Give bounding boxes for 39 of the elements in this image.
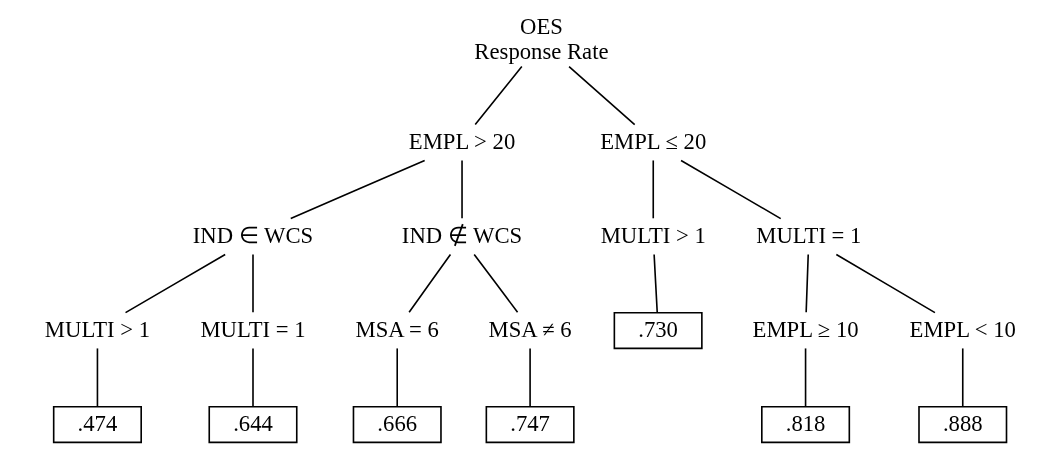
connector	[460, 159, 463, 220]
node-text: MSA ≠ 6	[488, 316, 572, 342]
node-text: MSA = 6	[355, 316, 439, 342]
node-text: IND ∉ WCS	[401, 222, 522, 248]
node-box: .644	[207, 405, 298, 444]
node-text: MULTI > 1	[44, 316, 150, 342]
connector	[407, 253, 451, 314]
connector	[473, 65, 523, 126]
connector	[652, 253, 658, 314]
connector	[804, 253, 809, 314]
connector	[835, 253, 936, 314]
node-text: EMPL ≥ 10	[752, 316, 859, 342]
connector	[528, 347, 531, 408]
connector	[395, 347, 398, 408]
connector	[961, 347, 964, 408]
node-text: MULTI > 1	[600, 222, 706, 248]
connector	[289, 159, 425, 220]
node-text: EMPL > 20	[408, 128, 515, 154]
node-text: EMPL < 10	[909, 316, 1016, 342]
connector	[96, 347, 98, 408]
connector	[804, 347, 806, 408]
node-box: .474	[52, 405, 142, 444]
connector	[679, 159, 781, 220]
connector	[651, 159, 654, 220]
connector	[251, 347, 254, 408]
node-box: .747	[485, 405, 575, 444]
node-text: MULTI = 1	[755, 222, 861, 248]
node-box: .888	[917, 405, 1007, 444]
connector	[567, 65, 635, 126]
connector	[251, 253, 254, 314]
node-text: MULTI = 1	[199, 316, 306, 342]
node-text: OES Response Rate	[473, 14, 608, 64]
node-text: EMPL ≤ 20	[599, 128, 706, 154]
connector	[472, 253, 518, 314]
node-box: .666	[352, 405, 442, 444]
node-box: .730	[613, 311, 703, 350]
node-box: .818	[760, 405, 850, 444]
connector	[124, 253, 226, 314]
node-text: IND ∈ WCS	[192, 222, 313, 248]
